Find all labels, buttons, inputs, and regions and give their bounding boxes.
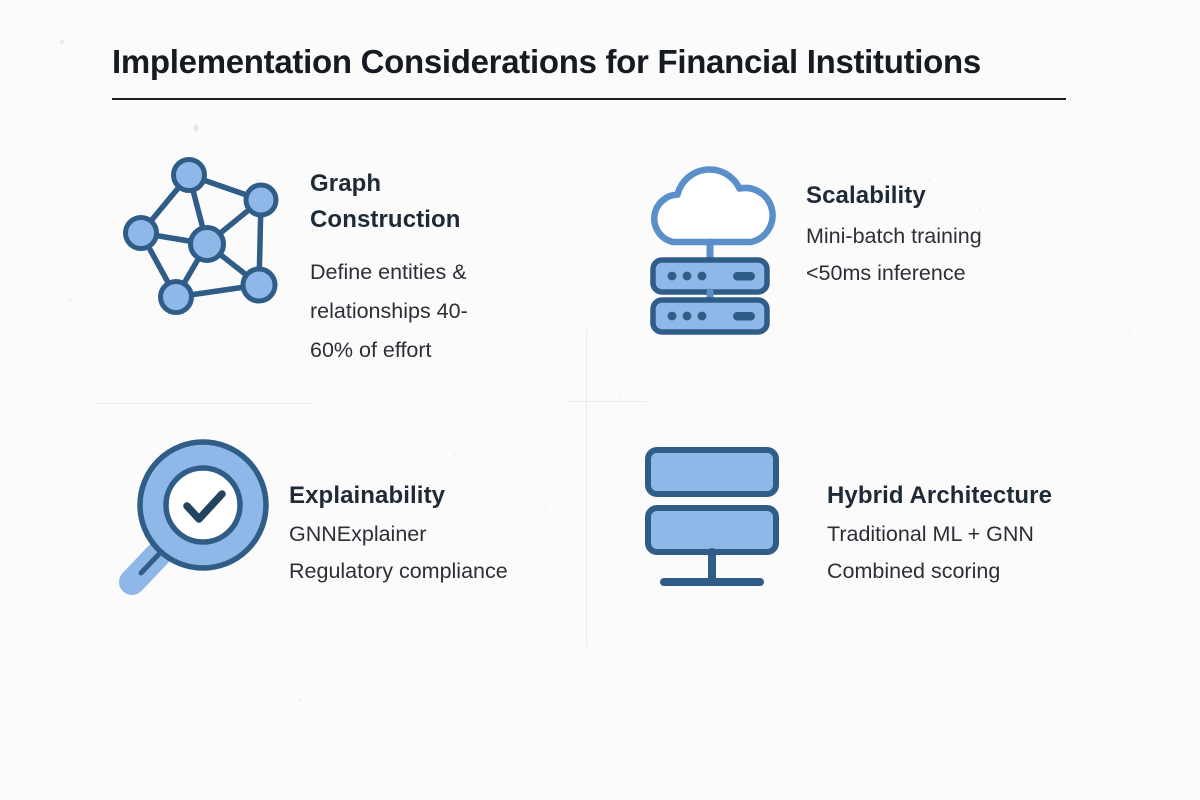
page-header: Implementation Considerations for Financ… (112, 44, 1066, 100)
card-title-graph-construction: Graph Construction (310, 166, 576, 237)
card-body-line-1: Traditional ML + GNN (827, 521, 1034, 546)
page-title: Implementation Considerations for Financ… (112, 44, 981, 81)
card-body-graph-construction: Define entities & relationships 40- 60% … (310, 253, 576, 370)
card-title-explainability: Explainability (289, 482, 446, 509)
card-text-hybrid-architecture: Hybrid Architecture Traditional ML + GNN… (827, 478, 1104, 590)
card-body-line-2: Regulatory compliance (289, 558, 508, 583)
card-graph-construction[interactable]: Graph Construction Define entities & rel… (116, 148, 576, 370)
card-title-line-1: Graph (310, 170, 382, 197)
magnifier-check-icon (110, 439, 275, 605)
layer-bottom (645, 505, 779, 555)
card-title-line-2: Construction (310, 205, 461, 233)
card-hybrid-architecture[interactable]: Hybrid Architecture Traditional ML + GNN… (634, 440, 1104, 595)
title-underline-rule (112, 97, 1066, 100)
card-title-hybrid-architecture: Hybrid Architecture (827, 482, 1053, 509)
magnifier-lens (163, 465, 243, 545)
card-explainability[interactable]: Explainability GNNExplainer Regulatory c… (110, 439, 580, 605)
card-title-scalability: Scalability (806, 182, 926, 209)
card-body-line-2: Combined scoring (827, 558, 1001, 583)
card-text-graph-construction: Graph Construction Define entities & rel… (310, 166, 576, 370)
network-graph-icon (116, 148, 296, 323)
divider-vertical (586, 330, 587, 646)
card-body-line-2: relationships 40- (310, 299, 468, 324)
cloud-shape (651, 166, 776, 246)
layer-top (645, 447, 779, 497)
card-body-line-1: Define entities & (310, 260, 467, 285)
card-text-scalability: Scalability Mini-batch training <50ms in… (806, 178, 1110, 292)
divider-horizontal-right (568, 401, 646, 402)
card-body-scalability: Mini-batch training <50ms inference (806, 218, 1110, 292)
card-body-line-3: 60% of effort (310, 338, 432, 363)
card-body-hybrid-architecture: Traditional ML + GNN Combined scoring (827, 516, 1104, 590)
card-body-explainability: GNNExplainer Regulatory compliance (289, 516, 580, 590)
divider-horizontal-left (95, 403, 313, 404)
stacked-layers-icon (634, 440, 789, 595)
check-icon (183, 490, 226, 523)
card-body-line-2: <50ms inference (806, 260, 966, 285)
card-scalability[interactable]: Scalability Mini-batch training <50ms in… (640, 150, 1110, 335)
server-rack-bottom (650, 297, 770, 335)
card-text-explainability: Explainability GNNExplainer Regulatory c… (289, 478, 580, 590)
magnifier-ring (140, 442, 266, 568)
cloud-server-icon (640, 150, 780, 335)
card-body-line-1: Mini-batch training (806, 223, 982, 248)
card-body-line-1: GNNExplainer (289, 521, 427, 546)
